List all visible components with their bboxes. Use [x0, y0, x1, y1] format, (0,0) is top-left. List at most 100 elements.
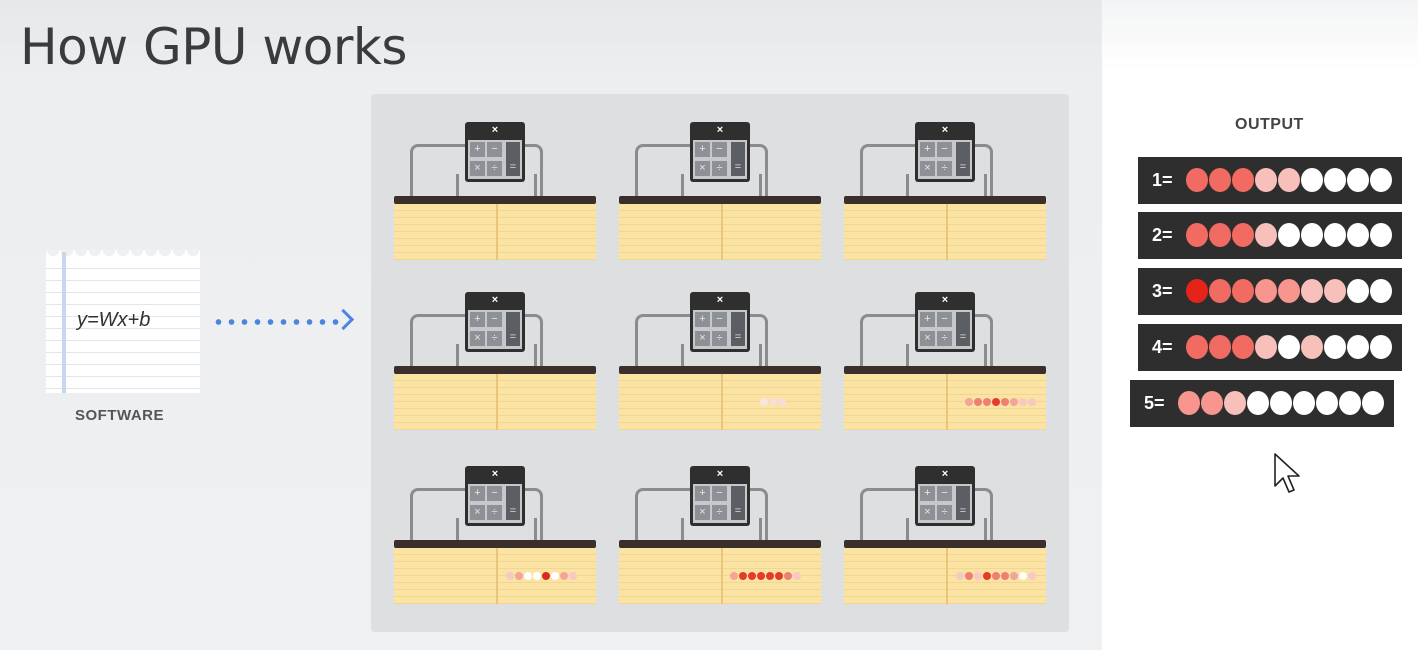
output-dot	[1186, 335, 1208, 359]
output-dot	[1324, 335, 1346, 359]
calculator-keypad: +−×÷=	[918, 310, 972, 349]
notepad-fold	[496, 548, 498, 604]
cable-left	[410, 488, 465, 542]
cable-right	[975, 314, 993, 368]
calc-key-equals: =	[956, 312, 970, 346]
result-dot	[992, 398, 1000, 406]
cable-stem	[534, 518, 537, 542]
cable-right	[750, 488, 768, 542]
output-row-label: 5=	[1144, 393, 1165, 413]
cable-stem	[984, 518, 987, 542]
gpu-core: ×+−×÷=	[619, 292, 821, 432]
result-dot	[983, 398, 991, 406]
cable-left	[410, 144, 465, 198]
calc-key-divide: ÷	[487, 161, 502, 176]
cable-left	[860, 314, 915, 368]
calc-key-times: ×	[695, 505, 710, 520]
result-dot	[1019, 572, 1027, 580]
output-dot	[1347, 223, 1369, 247]
notepad	[844, 204, 1046, 260]
calculator-icon: ×+−×÷=	[690, 122, 750, 182]
calculator-icon: ×+−×÷=	[690, 466, 750, 526]
desk-edge	[394, 366, 596, 374]
output-dot	[1255, 223, 1277, 247]
calc-key-times: ×	[695, 161, 710, 176]
result-dot	[769, 398, 777, 406]
output-dot	[1301, 223, 1323, 247]
calc-key-divide: ÷	[937, 505, 952, 520]
gpu-core: ×+−×÷=	[844, 122, 1046, 262]
calc-key-equals: =	[731, 142, 745, 176]
cable-stem	[984, 344, 987, 368]
output-dot	[1324, 223, 1346, 247]
result-dot	[965, 572, 973, 580]
cable-stem	[456, 344, 459, 368]
calc-key-plus: +	[470, 142, 485, 157]
calculator-close-symbol: ×	[716, 124, 724, 136]
gpu-core: ×+−×÷=	[394, 122, 596, 262]
desk-edge	[394, 196, 596, 204]
cable-right	[525, 488, 543, 542]
output-dot	[1301, 168, 1323, 192]
result-dot	[524, 572, 532, 580]
calc-key-minus: −	[487, 312, 502, 327]
calculator-close-symbol: ×	[941, 124, 949, 136]
cable-left	[635, 144, 690, 198]
cable-stem	[534, 344, 537, 368]
output-dots	[1186, 335, 1392, 359]
output-dot	[1362, 391, 1384, 415]
calc-key-plus: +	[695, 142, 710, 157]
output-dot	[1255, 168, 1277, 192]
result-dot	[757, 572, 765, 580]
result-dot	[1001, 572, 1009, 580]
notepad-fold	[496, 374, 498, 430]
notepad-fold	[721, 374, 723, 430]
output-dot	[1178, 391, 1200, 415]
cable-stem	[534, 174, 537, 198]
output-row: 2=	[1138, 212, 1402, 259]
partial-result-dots	[760, 398, 786, 406]
output-row-label: 3=	[1152, 281, 1173, 301]
cable-left	[635, 488, 690, 542]
cable-stem	[456, 174, 459, 198]
cable-left	[860, 488, 915, 542]
cable-stem	[759, 518, 762, 542]
result-dot	[965, 398, 973, 406]
output-dots	[1186, 279, 1392, 303]
output-dot	[1347, 168, 1369, 192]
cable-left	[410, 314, 465, 368]
output-dot	[1224, 391, 1246, 415]
result-dot	[766, 572, 774, 580]
calc-key-divide: ÷	[712, 161, 727, 176]
result-dot	[974, 398, 982, 406]
notebook-spiral-edge	[46, 250, 200, 260]
desk-edge	[619, 366, 821, 374]
output-dot	[1232, 168, 1254, 192]
calc-key-times: ×	[470, 505, 485, 520]
gpu-core: ×+−×÷=	[844, 292, 1046, 432]
output-dot	[1186, 168, 1208, 192]
output-dot	[1232, 335, 1254, 359]
cable-right	[750, 314, 768, 368]
calc-key-times: ×	[695, 331, 710, 346]
output-dot	[1209, 279, 1231, 303]
output-dots	[1178, 391, 1384, 415]
result-dot	[533, 572, 541, 580]
output-dot	[1209, 335, 1231, 359]
desk-edge	[619, 196, 821, 204]
calc-key-plus: +	[920, 142, 935, 157]
calc-key-plus: +	[920, 486, 935, 501]
output-dot	[1370, 168, 1392, 192]
output-dot	[1370, 223, 1392, 247]
partial-result-dots	[506, 572, 577, 580]
result-dot	[560, 572, 568, 580]
result-dot	[784, 572, 792, 580]
result-dot	[542, 572, 550, 580]
result-dot	[974, 572, 982, 580]
result-dot	[1010, 572, 1018, 580]
output-row: 5=	[1130, 380, 1394, 427]
partial-result-dots	[965, 398, 1036, 406]
output-dot	[1186, 223, 1208, 247]
calculator-icon: ×+−×÷=	[915, 466, 975, 526]
cable-left	[635, 314, 690, 368]
